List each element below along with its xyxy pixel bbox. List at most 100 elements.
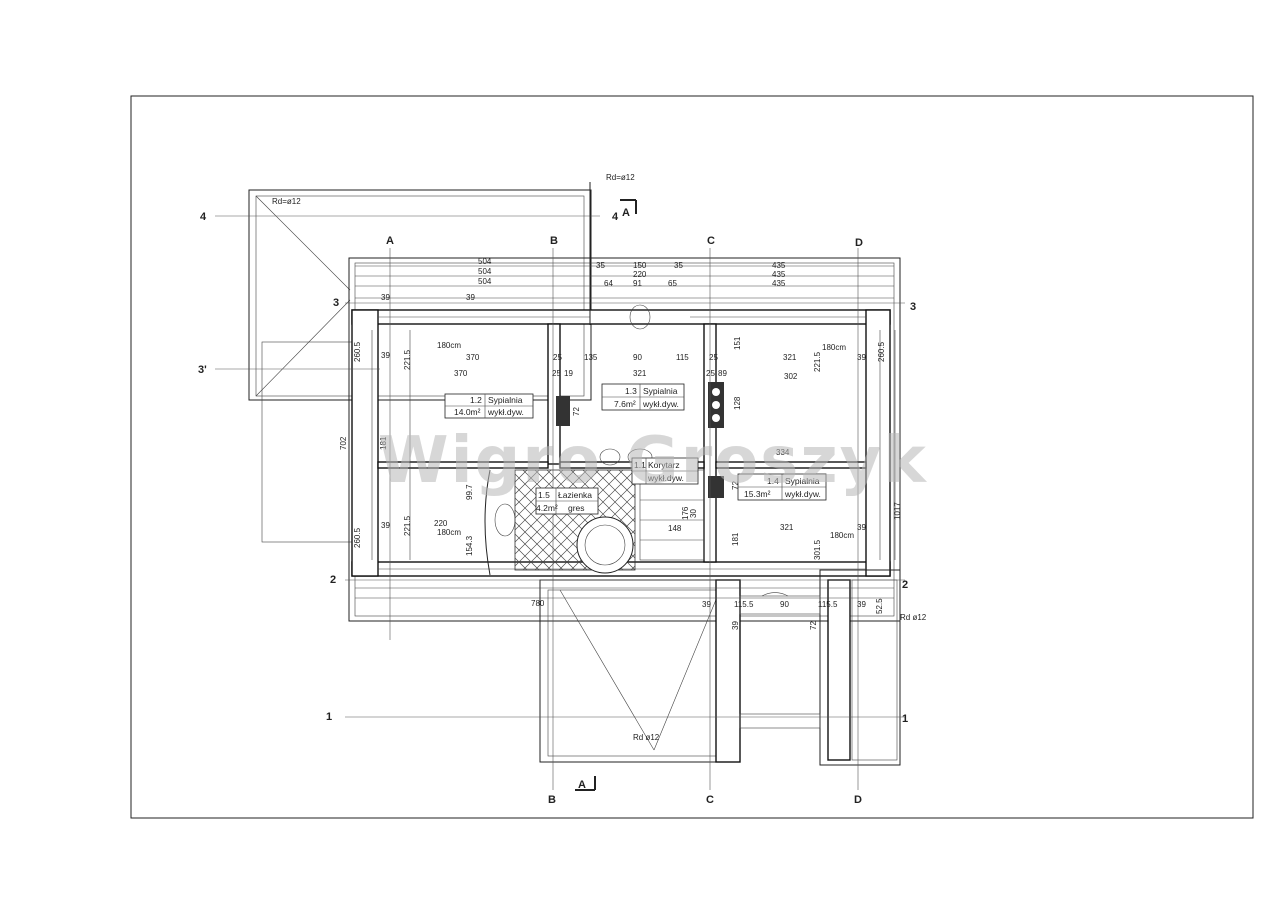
dim-text: 321 bbox=[633, 369, 647, 378]
dim-text: 135 bbox=[584, 353, 598, 362]
dim-text: 435 bbox=[772, 261, 786, 270]
rebar-labels: Rd=ø12 Rd=ø12 Rd ø12 Rd ø12 bbox=[272, 173, 927, 742]
dim-text: 91 bbox=[633, 279, 642, 288]
dim-text: 52.5 bbox=[875, 598, 884, 614]
dim-text: 302 bbox=[784, 372, 798, 381]
rebar-label: Rd=ø12 bbox=[606, 173, 635, 182]
fixtures bbox=[599, 304, 653, 466]
axis-grid-lines bbox=[215, 215, 905, 790]
room-name: Łazienka bbox=[558, 490, 592, 500]
dim-text: 39 bbox=[381, 521, 390, 530]
tile-line bbox=[514, 469, 552, 507]
dim-text: 39 bbox=[466, 293, 475, 302]
room-name: Korytarz bbox=[648, 460, 680, 470]
dim-text: 154.3 bbox=[465, 535, 474, 556]
dim-text: 148 bbox=[668, 524, 682, 533]
axis-label-4-left: 4 bbox=[200, 211, 207, 223]
room-finish: wykł.dyw. bbox=[487, 407, 524, 417]
axis-label-d-top: D bbox=[855, 237, 863, 249]
watermark-text: Wigro Groszyk bbox=[378, 424, 928, 498]
dim-text: 176 bbox=[681, 506, 690, 520]
bottom-dimension-texts: 780 39 115.5 90 115.5 39 52.5 148 30 176… bbox=[531, 506, 884, 630]
dim-text: 180cm bbox=[437, 341, 461, 350]
dim-text: 435 bbox=[772, 270, 786, 279]
dim-text: 90 bbox=[780, 600, 789, 609]
tile-line bbox=[594, 469, 636, 511]
room-finish: wykł.dyw. bbox=[642, 399, 679, 409]
tile-line bbox=[514, 533, 552, 571]
room-area: 4.2m² bbox=[536, 503, 558, 513]
room-number: 1.5 bbox=[538, 490, 550, 500]
room-label-1-3: 1.3 Sypialnia 7.6m² wykł.dyw. bbox=[601, 383, 685, 411]
dim-text: 221.5 bbox=[403, 515, 412, 536]
room-name: Sypialnia bbox=[488, 395, 523, 405]
dim-text: 334 bbox=[776, 448, 790, 457]
room-number: 1.3 bbox=[625, 386, 637, 396]
axis-label-3-left: 3 bbox=[333, 297, 339, 309]
left-dimension-texts: 260.5 221.5 702 181 221.5 260.5 99.7 154… bbox=[339, 341, 474, 556]
dim-text: 128 bbox=[733, 396, 742, 410]
tile-line bbox=[606, 469, 636, 499]
dim-text: 39 bbox=[381, 293, 390, 302]
dim-text: 180cm bbox=[437, 528, 461, 537]
dim-text: 25 bbox=[706, 369, 715, 378]
dim-text: 301.5 bbox=[813, 539, 822, 560]
dim-text: 221.5 bbox=[403, 349, 412, 370]
dim-text: 39 bbox=[731, 621, 740, 630]
dim-text: 72 bbox=[572, 407, 581, 416]
dim-text: 1017 bbox=[893, 502, 902, 520]
axis-label-1-left: 1 bbox=[326, 711, 332, 723]
dim-text: 25 bbox=[552, 369, 561, 378]
dim-text: 115.5 bbox=[818, 600, 838, 609]
axis-label-b-top: B bbox=[550, 235, 558, 247]
axis-label-c-top: C bbox=[707, 235, 715, 247]
tile-line bbox=[534, 469, 636, 571]
room-area: 7.6m² bbox=[614, 399, 636, 409]
dim-text: 504 bbox=[478, 257, 492, 266]
dim-text: 64 bbox=[604, 279, 613, 288]
room-number: 1.4 bbox=[767, 476, 779, 486]
dim-text: 150 bbox=[633, 261, 647, 270]
dim-text: 90 bbox=[633, 353, 642, 362]
section-label-top: A bbox=[622, 207, 630, 219]
axis-label-2-right: 2 bbox=[902, 579, 908, 591]
dim-text: 99.7 bbox=[465, 484, 474, 500]
top-dimension-texts: 504 504 504 35 150 35 220 64 91 65 435 4… bbox=[478, 257, 786, 288]
dim-text: 115 bbox=[676, 353, 689, 362]
tile-line bbox=[514, 469, 612, 567]
room-finish: wykł.dyw. bbox=[647, 473, 684, 483]
dim-text: 260.5 bbox=[353, 341, 362, 362]
axis-label-b-bottom: B bbox=[548, 794, 556, 806]
room-label-1-5: 1.5 Łazienka 4.2m² gres bbox=[535, 487, 599, 515]
room-finish: gres bbox=[568, 503, 585, 513]
lower-extension bbox=[539, 569, 901, 766]
dim-text: 321 bbox=[783, 353, 797, 362]
axis-label-2-left: 2 bbox=[330, 574, 336, 586]
dim-text: 151 bbox=[733, 336, 742, 350]
room-label-1-4: 1.4 Sypialnia 15.3m² wykł.dyw. bbox=[737, 473, 827, 501]
dim-text: 30 bbox=[689, 509, 698, 518]
dim-text: 435 bbox=[772, 279, 786, 288]
dim-text: 25 bbox=[709, 353, 718, 362]
tile-line bbox=[514, 497, 588, 571]
dim-text: 35 bbox=[674, 261, 683, 270]
dim-text: 504 bbox=[478, 267, 492, 276]
room-name: Sypialnia bbox=[643, 386, 678, 396]
section-line bbox=[575, 182, 637, 791]
dim-text: 35 bbox=[596, 261, 605, 270]
room-area: 14.0m² bbox=[454, 407, 481, 417]
rebar-label: Rd ø12 bbox=[633, 733, 660, 742]
dim-text: 220 bbox=[434, 519, 448, 528]
dim-text: 39 bbox=[381, 351, 390, 360]
dim-text: 181 bbox=[379, 436, 388, 450]
section-label-bottom: A bbox=[578, 779, 586, 791]
tile-line bbox=[582, 469, 636, 523]
rebar-label: Rd ø12 bbox=[900, 613, 927, 622]
tile-line bbox=[570, 469, 636, 535]
dim-text: 72 bbox=[809, 621, 818, 630]
dim-text: 370 bbox=[454, 369, 468, 378]
room-finish: wykł.dyw. bbox=[784, 489, 821, 499]
right-dimension-texts: 260.5 221.5 1017 301.5 151 128 72 72 181 bbox=[572, 336, 902, 560]
dimension-lines bbox=[355, 265, 896, 599]
tile-line bbox=[514, 509, 576, 571]
